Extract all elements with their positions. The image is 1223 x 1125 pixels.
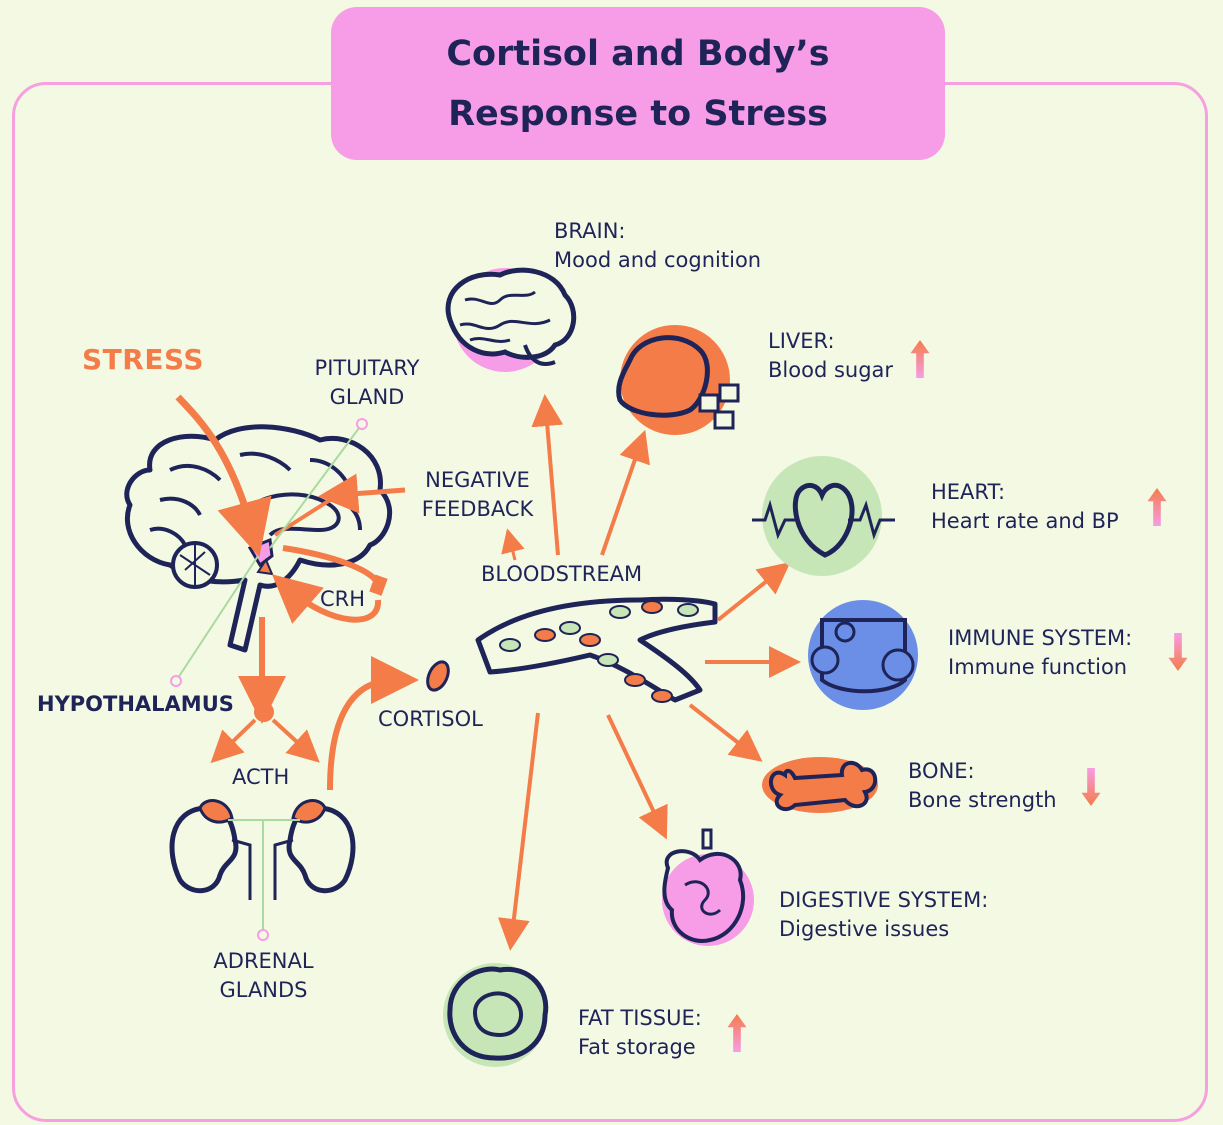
digestive-system-icon — [662, 830, 754, 946]
fat-up-arrow-icon — [727, 1014, 747, 1052]
effect-digestive: DIGESTIVE SYSTEM: Digestive issues — [779, 886, 988, 944]
acth-label: ACTH — [232, 763, 289, 792]
hypothalamus-label: HYPOTHALAMUS — [37, 690, 234, 719]
negative-feedback-line-2: FEEDBACK — [405, 495, 550, 524]
effect-liver-text: Blood sugar — [768, 356, 893, 385]
effect-fat: FAT TISSUE: Fat storage — [578, 1004, 702, 1062]
pituitary-line-2: GLAND — [292, 383, 442, 412]
negative-feedback-line-1: NEGATIVE — [405, 466, 550, 495]
cortisol-label: CORTISOL — [378, 705, 483, 734]
effect-heart-organ: HEART: — [931, 478, 1119, 507]
effect-heart: HEART: Heart rate and BP — [931, 478, 1119, 536]
cortisol-molecule-icon — [424, 659, 453, 694]
effect-fat-organ: FAT TISSUE: — [578, 1004, 702, 1033]
effect-fat-text: Fat storage — [578, 1033, 702, 1062]
liver-icon — [619, 325, 738, 435]
stress-label: STRESS — [82, 345, 204, 374]
crh-label: CRH — [320, 585, 365, 614]
heart-up-arrow-icon — [1147, 488, 1167, 526]
fat-tissue-icon — [443, 963, 547, 1067]
effect-brain: BRAIN: Mood and cognition — [554, 217, 761, 275]
effect-bone-text: Bone strength — [908, 786, 1057, 815]
cortisol-release-arrow — [330, 680, 395, 790]
brain-icon — [448, 268, 574, 372]
bone-down-arrow-icon — [1081, 768, 1101, 806]
effect-bone: BONE: Bone strength — [908, 757, 1057, 815]
negative-feedback-label: NEGATIVE FEEDBACK — [405, 466, 550, 524]
adrenal-line-1: ADRENAL — [196, 947, 331, 976]
effect-digestive-organ: DIGESTIVE SYSTEM: — [779, 886, 988, 915]
immune-system-icon — [808, 600, 918, 710]
adrenal-line-2: GLANDS — [196, 976, 331, 1005]
pituitary-line-1: PITUITARY — [292, 354, 442, 383]
liver-up-arrow-icon — [910, 340, 930, 378]
bloodstream-label: BLOODSTREAM — [481, 560, 642, 589]
bone-icon — [762, 757, 878, 813]
effect-bone-organ: BONE: — [908, 757, 1057, 786]
effect-liver-organ: LIVER: — [768, 327, 893, 356]
effect-liver: LIVER: Blood sugar — [768, 327, 893, 385]
adrenal-glands-label: ADRENAL GLANDS — [196, 947, 331, 1005]
effect-heart-text: Heart rate and BP — [931, 507, 1119, 536]
effect-immune-text: Immune function — [948, 653, 1132, 682]
effect-brain-organ: BRAIN: — [554, 217, 761, 246]
effect-brain-text: Mood and cognition — [554, 246, 761, 275]
blood-vessel-icon — [478, 599, 715, 702]
effect-immune: IMMUNE SYSTEM: Immune function — [948, 624, 1132, 682]
effect-immune-organ: IMMUNE SYSTEM: — [948, 624, 1132, 653]
immune-down-arrow-icon — [1168, 633, 1188, 671]
pituitary-gland-label: PITUITARY GLAND — [292, 354, 442, 412]
effect-digestive-text: Digestive issues — [779, 915, 988, 944]
heart-icon — [752, 456, 895, 576]
